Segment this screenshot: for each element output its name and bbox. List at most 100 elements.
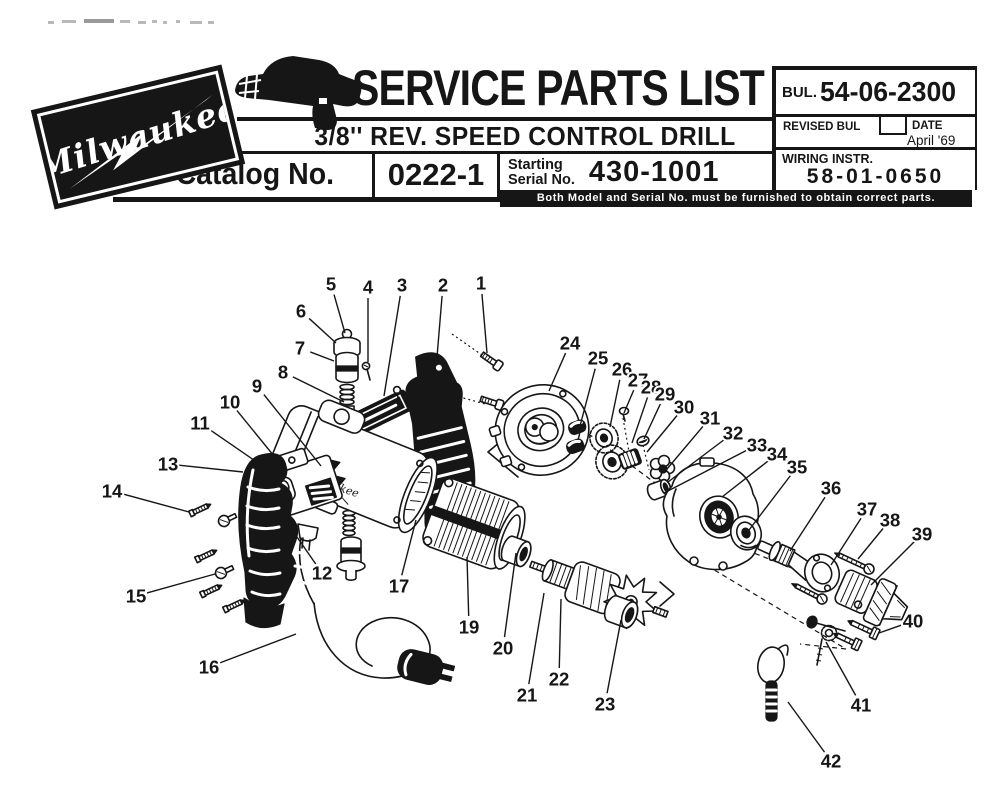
callout-23: 23 <box>595 694 616 715</box>
callout-leader-38 <box>857 528 884 560</box>
wiring-number: 58-01-0650 <box>806 165 945 188</box>
callout-12: 12 <box>312 563 333 584</box>
part-gear <box>589 422 619 454</box>
part-brush-assembly-lower <box>336 509 366 581</box>
callout-leader-23 <box>606 619 622 694</box>
callout-leader-28 <box>631 397 649 444</box>
page-title: SERVICE PARTS LIST <box>352 60 765 116</box>
serial-cell: Starting Serial No. 430-1001 <box>508 155 772 190</box>
callout-leader-5 <box>333 294 346 334</box>
callout-leader-37 <box>830 517 862 566</box>
bulletin-box: BUL. 54-06-2300 REVISED BUL DATE April '… <box>772 66 977 190</box>
callout-17: 17 <box>389 576 410 597</box>
callout-leader-41 <box>825 641 857 696</box>
callout-leader-9 <box>263 394 322 467</box>
callout-3: 3 <box>397 275 407 296</box>
callout-leader-16 <box>219 633 297 664</box>
callout-2: 2 <box>438 275 448 296</box>
product-subtitle: 3/8'' REV. SPEED CONTROL DRILL <box>314 121 736 151</box>
callout-leader-12 <box>287 523 317 565</box>
wiring-row: WIRING INSTR. 58-01-0650 <box>776 150 975 188</box>
part-gear-cluster <box>595 444 642 480</box>
part-screw <box>618 406 630 422</box>
part-bearing <box>500 535 532 568</box>
callout-41: 41 <box>851 695 872 716</box>
callout-leader-6 <box>308 317 337 344</box>
serial-label: Starting Serial No. <box>508 156 575 188</box>
catalog-number: 0222-1 <box>372 151 500 197</box>
header-bottom-rule <box>113 197 503 202</box>
callout-26: 26 <box>612 359 633 380</box>
callout-leader-30 <box>646 415 678 453</box>
callout-leader-19 <box>466 556 470 617</box>
callout-leader-33 <box>663 449 748 494</box>
callout-42: 42 <box>821 751 842 772</box>
callout-leader-1 <box>481 293 488 354</box>
callout-16: 16 <box>199 657 220 678</box>
part-power-cord <box>293 537 456 685</box>
part-chuck-key <box>806 615 846 666</box>
callout-30: 30 <box>674 397 695 418</box>
callout-leader-17 <box>401 519 417 576</box>
part-retainer-screws <box>791 552 875 605</box>
bul-number: 54-06-2300 <box>820 76 957 107</box>
callout-leader-39 <box>870 541 915 586</box>
part-washer <box>636 435 650 447</box>
callout-14: 14 <box>102 481 123 502</box>
callout-leader-25 <box>579 368 596 427</box>
drill-silhouette-icon <box>235 56 362 130</box>
callout-29: 29 <box>655 384 676 405</box>
wiring-label: WIRING INSTR. <box>782 152 873 166</box>
callout-leader-21 <box>528 592 545 685</box>
part-spider-coupling <box>649 454 676 483</box>
callout-leader-7 <box>310 351 335 362</box>
callout-27: 27 <box>628 370 649 391</box>
callout-11: 11 <box>190 413 210 434</box>
callout-4: 4 <box>363 277 374 298</box>
callout-35: 35 <box>787 457 808 478</box>
callout-36: 36 <box>821 478 842 499</box>
callout-22: 22 <box>549 669 570 690</box>
revised-checkbox <box>879 117 907 135</box>
callout-leader-14 <box>122 493 190 513</box>
part-armature <box>529 559 669 630</box>
part-cord-clamp <box>308 539 311 551</box>
callout-7: 7 <box>295 338 305 359</box>
title-rule <box>237 117 774 121</box>
callout-leader-32 <box>667 439 725 483</box>
part-handle-screws <box>187 503 246 614</box>
notice-bar: Both Model and Serial No. must be furnis… <box>500 190 972 207</box>
part-bearing-retainer <box>803 553 841 593</box>
callout-39: 39 <box>912 524 933 545</box>
revised-row: REVISED BUL DATE April '69 <box>776 117 975 150</box>
callout-19: 19 <box>459 617 480 638</box>
callout-leader-40 <box>878 624 903 634</box>
callout-28: 28 <box>641 377 662 398</box>
date-label: DATE <box>912 120 943 132</box>
callout-31: 31 <box>700 408 721 429</box>
callout-leader-34 <box>721 460 769 498</box>
callout-6: 6 <box>296 301 306 322</box>
part-chuck <box>834 569 909 627</box>
callout-21: 21 <box>517 685 538 706</box>
callout-leader-36 <box>789 496 826 552</box>
part-key-holder <box>757 644 789 722</box>
callout-leader-11 <box>208 428 281 479</box>
callout-10: 10 <box>220 392 241 413</box>
callout-32: 32 <box>723 423 744 444</box>
callout-leader-31 <box>666 425 704 470</box>
callout-40: 40 <box>903 611 924 632</box>
callout-leader-15 <box>146 573 216 594</box>
callout-38: 38 <box>880 510 901 531</box>
callout-leader-26 <box>609 379 621 428</box>
callout-1: 1 <box>476 273 486 294</box>
callout-33: 33 <box>747 435 768 456</box>
part-bearing <box>603 594 639 629</box>
serial-number: 430-1001 <box>588 156 720 188</box>
callout-leader-29 <box>643 403 661 440</box>
part-field <box>422 477 526 570</box>
callout-13: 13 <box>158 454 179 475</box>
callout-leader-22 <box>558 598 562 669</box>
part-chuck-screws <box>832 619 881 652</box>
